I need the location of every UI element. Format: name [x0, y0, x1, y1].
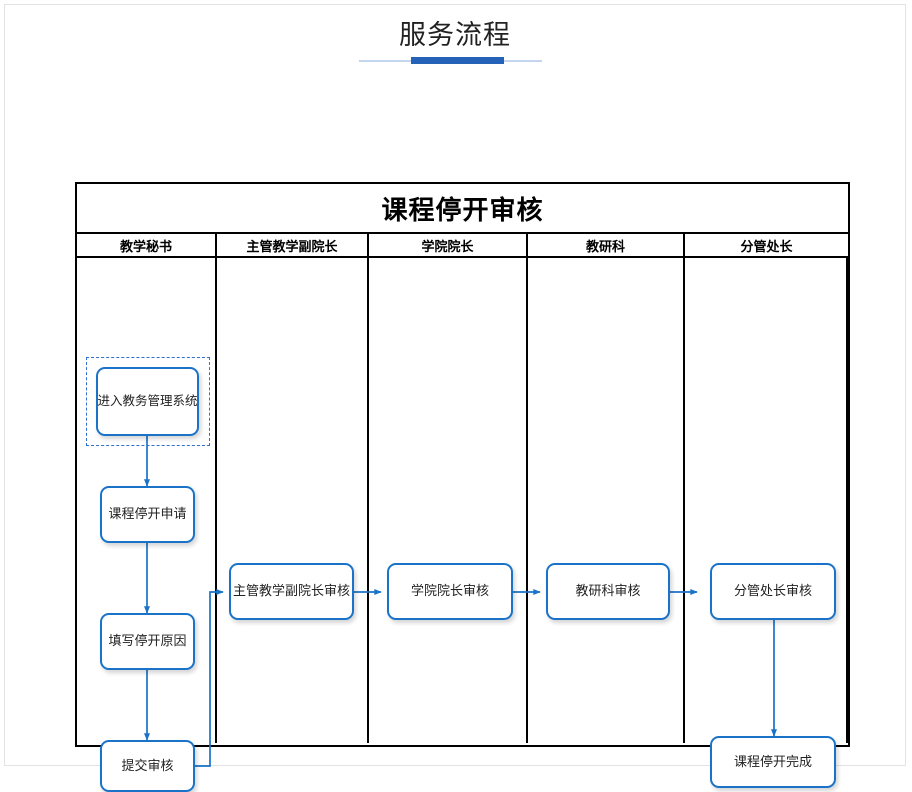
- lane-column-4: [528, 258, 685, 743]
- lane-header-jiaoyanke: 教研科: [528, 234, 685, 256]
- flowchart-title: 课程停开审核: [381, 195, 544, 226]
- lane-column-1: [77, 258, 217, 743]
- node-tianxie-tingkai-yuanyin[interactable]: 填写停开原因: [100, 613, 195, 670]
- lane-header-label: 教学秘书: [119, 239, 172, 255]
- lane-column-5: [685, 258, 848, 743]
- lane-header-zhuguanfuyuanzhang: 主管教学副院长: [217, 234, 369, 256]
- lane-header-jiaoxuemishu: 教学秘书: [77, 234, 217, 256]
- node-label: 分管处长审核: [733, 583, 812, 599]
- node-label: 课程停开申请: [108, 506, 187, 522]
- page-title-block: 服务流程: [5, 5, 905, 51]
- page-container: 服务流程 课程停开审核 教学秘书 主管教学副院长 学院院长 教研科 分管处长: [4, 4, 906, 792]
- diagram-canvas: 进入教务管理系统 课程停开申请 填写停开原因 提交审核 主管教学副院长审核 学院…: [77, 258, 848, 792]
- page-title: 服务流程: [399, 20, 511, 50]
- node-tijiao-shenhe[interactable]: 提交审核: [100, 740, 195, 792]
- node-fenguan-chuzhang-shenhe[interactable]: 分管处长审核: [710, 563, 836, 620]
- node-jinru-jiaowu-xitong[interactable]: 进入教务管理系统: [96, 367, 199, 436]
- node-jiaoyanke-shenhe[interactable]: 教研科审核: [546, 563, 670, 620]
- lane-column-2: [217, 258, 369, 743]
- title-underline: [359, 57, 542, 64]
- lane-header-fenguanchuzhang: 分管处长: [685, 234, 848, 256]
- node-zhuguan-fuyuanzhang-shenhe[interactable]: 主管教学副院长审核: [229, 563, 354, 620]
- lane-header-label: 主管教学副院长: [246, 239, 338, 255]
- lane-header-label: 分管处长: [740, 239, 793, 255]
- node-kecheng-tingkai-shenqing[interactable]: 课程停开申请: [100, 486, 195, 543]
- node-label: 填写停开原因: [108, 633, 187, 649]
- flowchart-header: 课程停开审核: [77, 184, 848, 234]
- node-xueyuan-yuanzhang-shenhe[interactable]: 学院院长审核: [387, 563, 513, 620]
- edge-n4-n5: [190, 589, 224, 767]
- node-label: 学院院长审核: [410, 583, 489, 599]
- flowchart-table: 课程停开审核 教学秘书 主管教学副院长 学院院长 教研科 分管处长: [75, 182, 850, 792]
- node-label: 课程停开完成: [733, 753, 812, 769]
- selection-box: [86, 357, 210, 446]
- node-label: 提交审核: [121, 757, 174, 773]
- lane-column-3: [369, 258, 528, 743]
- title-underline-strong: [411, 57, 504, 64]
- node-label: 教研科审核: [575, 583, 641, 599]
- lane-header-xueyuanyuanzhang: 学院院长: [369, 234, 528, 256]
- node-label: 进入教务管理系统: [97, 393, 198, 408]
- lane-body: 进入教务管理系统 课程停开申请 填写停开原因 提交审核 主管教学副院长审核 学院…: [77, 258, 848, 792]
- lane-header-row: 教学秘书 主管教学副院长 学院院长 教研科 分管处长: [77, 234, 848, 258]
- lane-header-label: 教研科: [585, 239, 625, 255]
- lane-header-label: 学院院长: [421, 239, 474, 255]
- node-kecheng-tingkai-wancheng[interactable]: 课程停开完成: [710, 736, 836, 788]
- node-label: 主管教学副院长审核: [232, 583, 350, 599]
